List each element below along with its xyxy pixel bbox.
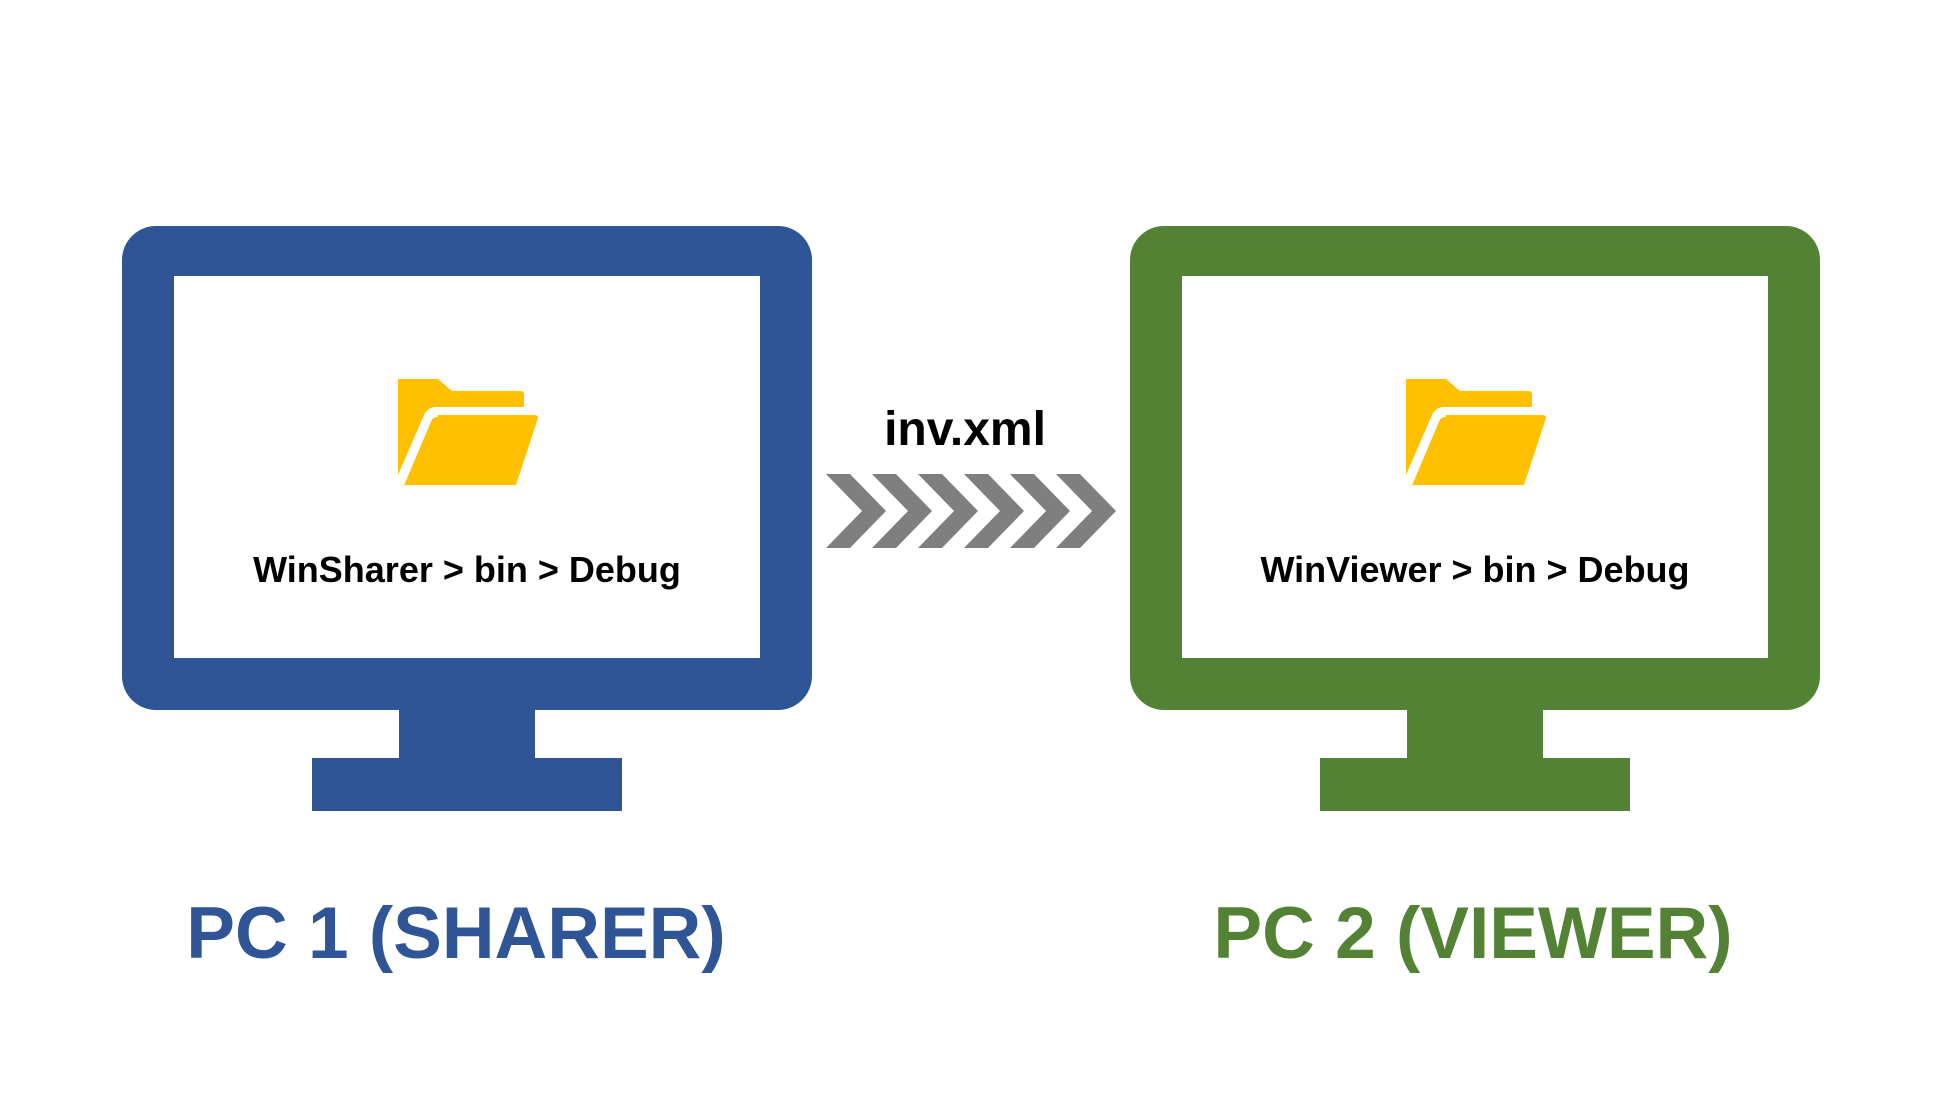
pc1-title: PC 1 (SHARER) — [186, 893, 726, 974]
chevron-icon — [964, 474, 1024, 548]
chevron-icon — [1010, 474, 1070, 548]
folder-open-icon — [1406, 379, 1546, 485]
transfer-arrow-icon — [826, 474, 1116, 548]
transfer-file-name: inv.xml — [884, 403, 1046, 456]
chevron-icon — [826, 474, 886, 548]
chevron-icon — [918, 474, 978, 548]
pc1-monitor-base — [312, 758, 622, 811]
folder-open-icon — [398, 379, 538, 485]
pc2-monitor-base — [1320, 758, 1630, 811]
pc2-monitor-neck — [1407, 708, 1543, 762]
chevron-icon — [872, 474, 932, 548]
chevron-icon — [1056, 474, 1116, 548]
pc2-title: PC 2 (VIEWER) — [1213, 893, 1733, 974]
pc1-folder-path: WinSharer > bin > Debug — [253, 549, 681, 590]
pc1-monitor-neck — [399, 708, 535, 762]
pc2-folder-path: WinViewer > bin > Debug — [1260, 549, 1690, 590]
